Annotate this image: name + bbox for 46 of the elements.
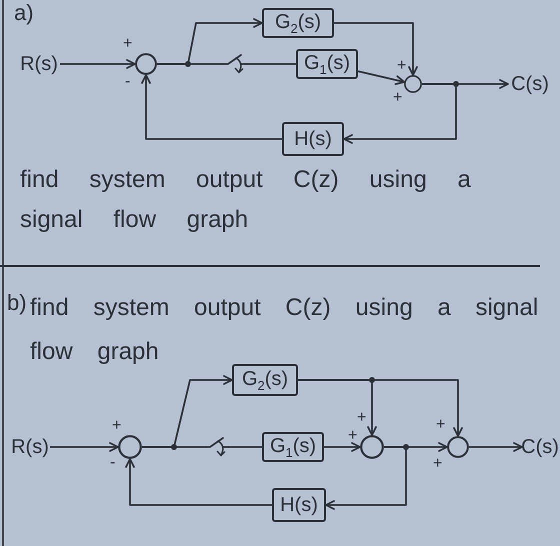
transfer-function-block: H(s)	[272, 488, 326, 522]
connector-line	[246, 63, 296, 65]
arrow	[325, 446, 407, 510]
arrow	[60, 59, 136, 69]
signal-label: R(s)	[10, 435, 50, 459]
arrow	[324, 442, 361, 452]
summing-junction	[447, 436, 469, 458]
summing-junction	[360, 435, 384, 459]
summing-junction	[135, 53, 157, 75]
summing-junction	[118, 435, 142, 459]
part-marker: a)	[14, 2, 34, 24]
transfer-function-block: H(s)	[282, 122, 344, 156]
polarity-sign: +	[393, 90, 402, 106]
transfer-function-block: G$_{1}$(s)	[296, 49, 358, 79]
polarity-sign: +	[436, 417, 446, 433]
polarity-sign: +	[348, 428, 358, 444]
polarity-sign: +	[123, 36, 132, 52]
transfer-function-block: G$_{1}$(s)	[262, 432, 324, 462]
arrow	[125, 458, 272, 506]
arrow	[343, 83, 457, 144]
polarity-sign: +	[433, 456, 442, 472]
arrow	[50, 442, 119, 452]
arrow	[469, 442, 523, 452]
signal-label: R(s)	[18, 52, 60, 76]
connector-line	[228, 446, 262, 448]
polarity-sign: -	[110, 455, 116, 471]
connector-line	[157, 63, 224, 65]
transfer-function-block: G$_{2}$(s)	[262, 8, 334, 38]
signal-label: C(s)	[522, 435, 558, 459]
switch-symbol	[206, 436, 228, 458]
connector-line	[142, 446, 206, 448]
question-text: find system output C(z) using a signal flow graph	[20, 165, 472, 235]
polarity-sign: +	[112, 418, 122, 434]
arrow	[141, 74, 282, 140]
switch-symbol	[224, 53, 246, 75]
part-marker: b)	[7, 292, 27, 314]
question-text: find system output C(z) using a signal flow graph	[30, 293, 540, 367]
signal-label: C(s)	[508, 72, 552, 96]
transfer-function-block: G$_{2}$(s)	[232, 364, 298, 396]
polarity-sign: -	[125, 74, 130, 90]
polarity-sign: +	[357, 410, 366, 426]
arrow	[358, 70, 406, 85]
summing-junction	[404, 75, 422, 93]
polarity-sign: +	[397, 58, 406, 74]
arrow	[298, 379, 463, 437]
arrow	[334, 22, 418, 76]
